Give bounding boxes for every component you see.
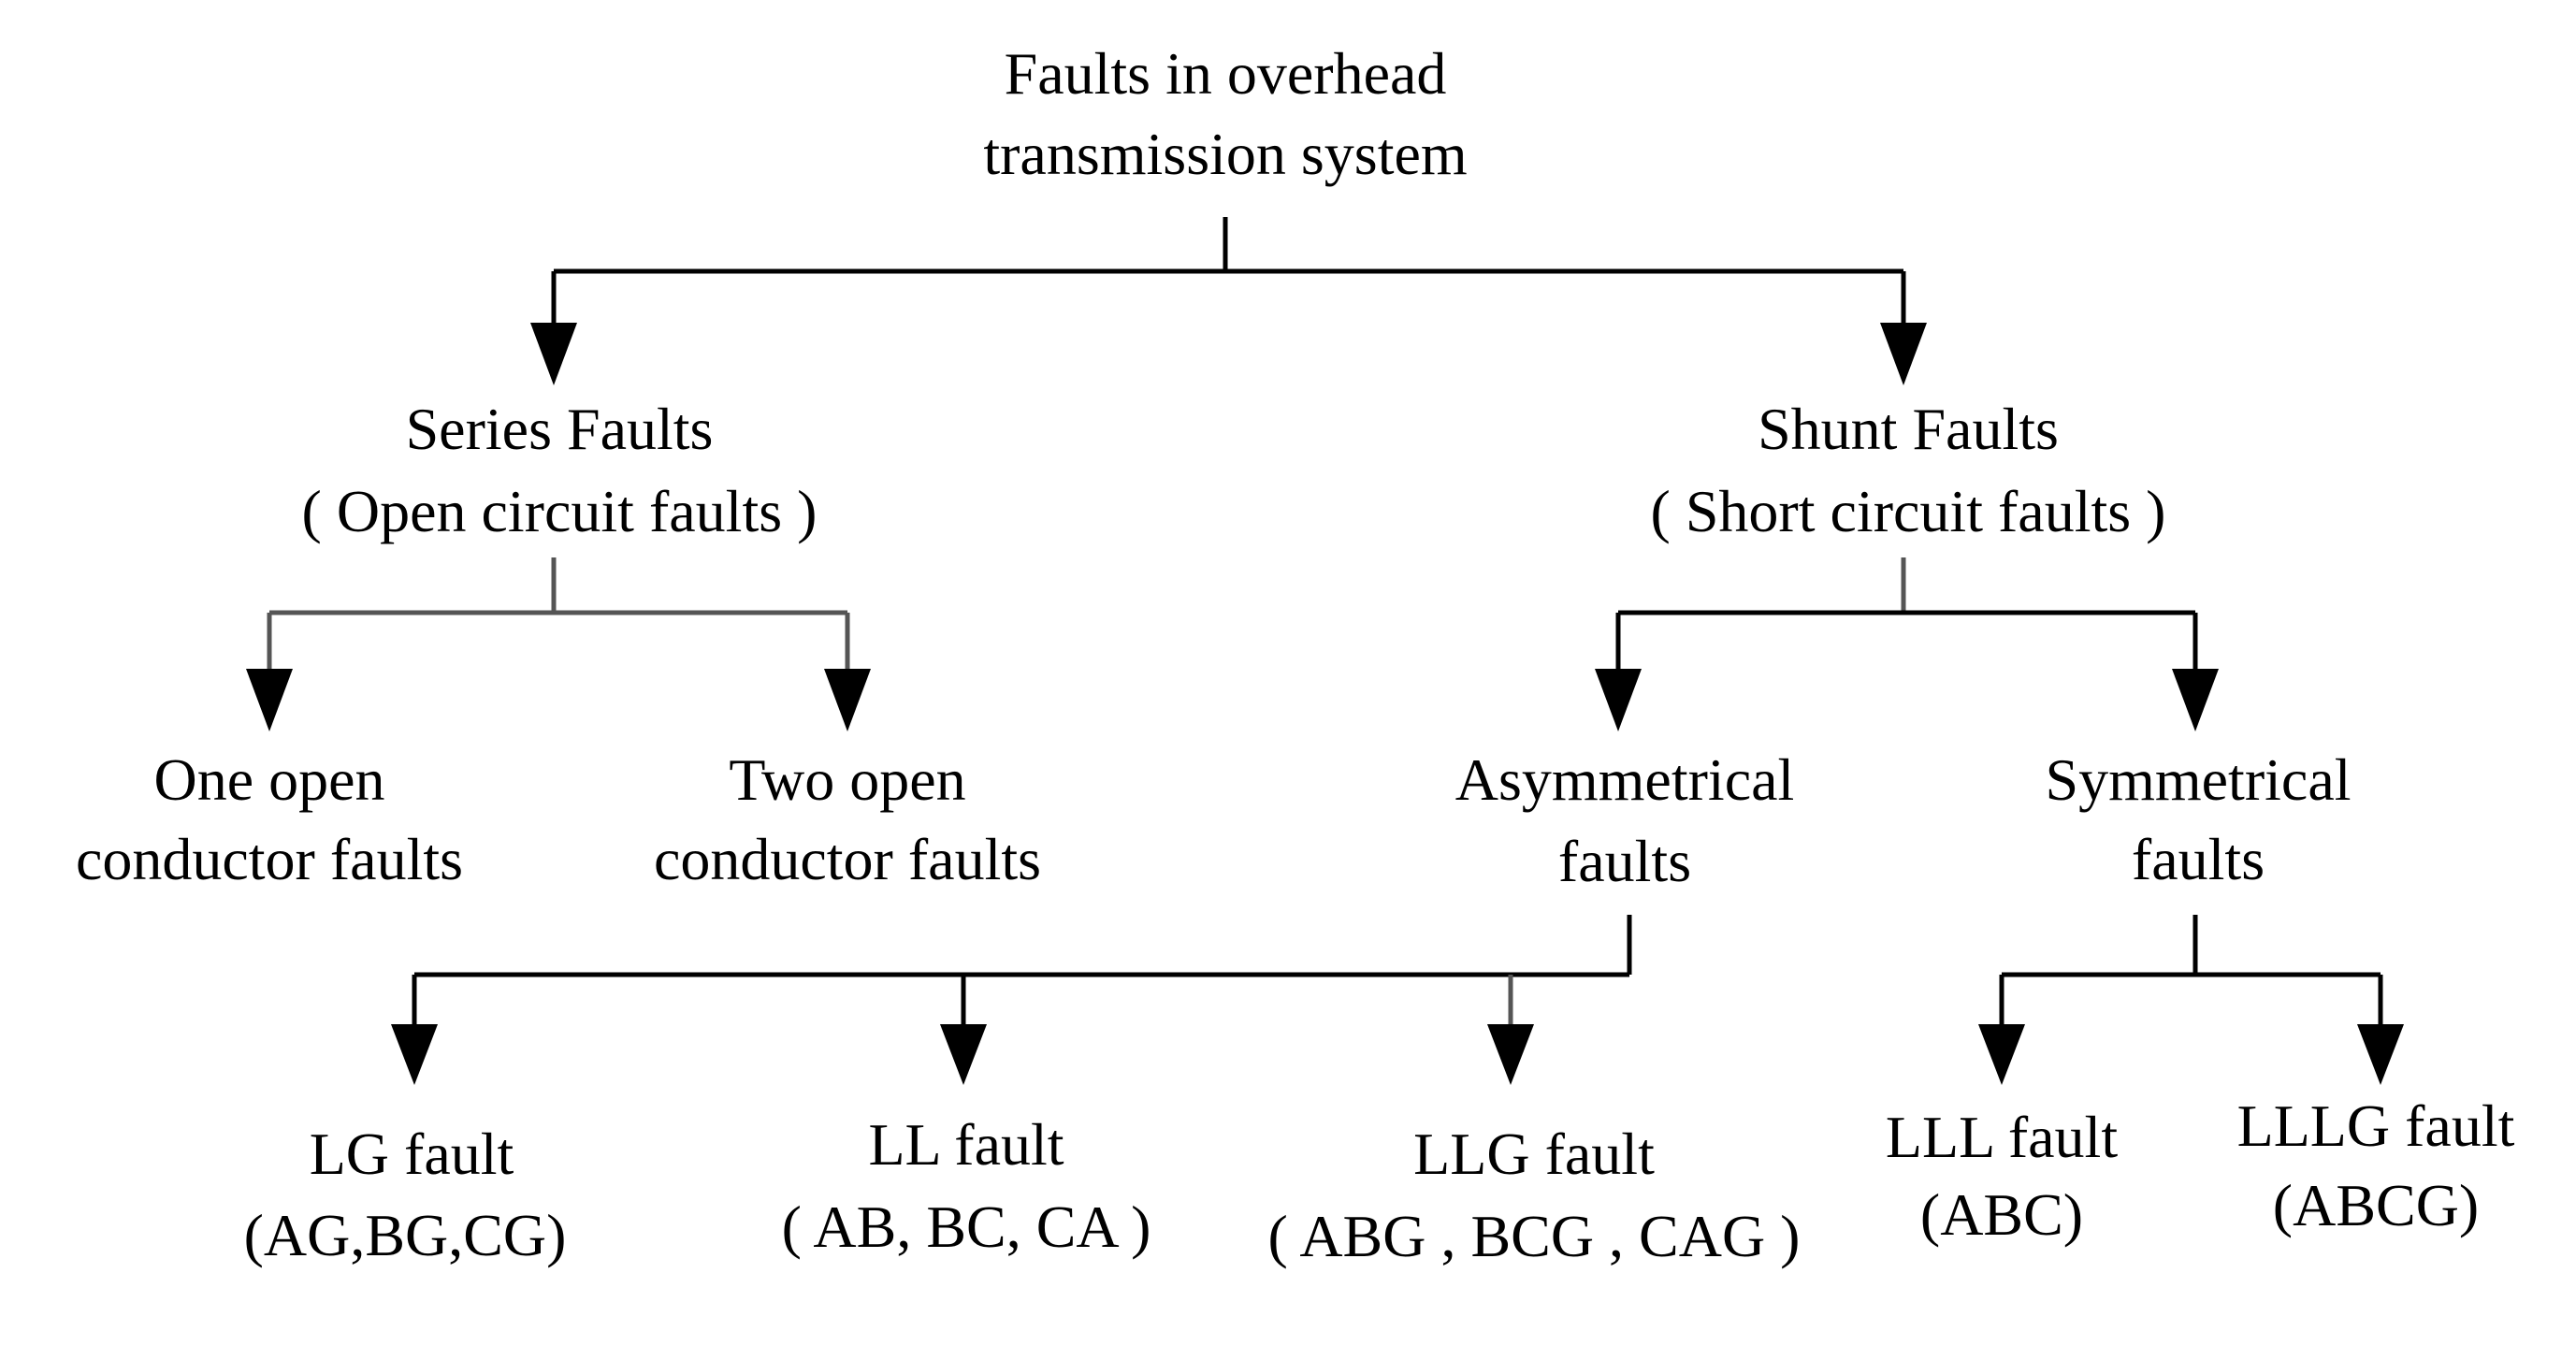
node-one-open-conductor: One open conductor faults xyxy=(76,746,463,892)
arrow-to-llg xyxy=(1487,1024,1534,1085)
shunt-label-line1: Shunt Faults xyxy=(1758,396,2059,462)
connector-series xyxy=(246,557,871,731)
arrow-to-lg xyxy=(391,1024,438,1085)
node-shunt-faults: Shunt Faults ( Short circuit faults ) xyxy=(1651,396,2166,544)
two-open-label-line1: Two open xyxy=(729,746,965,813)
llg-label-line2: ( ABG , BCG , CAG ) xyxy=(1268,1203,1801,1269)
connector-shunt xyxy=(1595,557,2219,731)
series-label-line1: Series Faults xyxy=(406,396,714,462)
series-label-line2: ( Open circuit faults ) xyxy=(302,478,818,544)
shunt-label-line2: ( Short circuit faults ) xyxy=(1651,478,2166,544)
lg-label-line2: (AG,BG,CG) xyxy=(244,1202,567,1268)
connector-root xyxy=(530,217,1927,385)
node-asymmetrical-faults: Asymmetrical faults xyxy=(1455,746,1795,894)
lg-label-line1: LG fault xyxy=(310,1121,514,1187)
node-two-open-conductor: Two open conductor faults xyxy=(654,746,1041,892)
arrow-to-shunt xyxy=(1880,323,1927,385)
one-open-label-line2: conductor faults xyxy=(76,826,463,892)
asymmetrical-label-line1: Asymmetrical xyxy=(1455,746,1795,813)
arrow-to-ll xyxy=(940,1024,987,1085)
root-label-line2: transmission system xyxy=(983,121,1467,187)
arrow-to-lllg xyxy=(2357,1024,2404,1085)
node-symmetrical-faults: Symmetrical faults xyxy=(2045,746,2351,892)
node-root: Faults in overhead transmission system xyxy=(983,40,1467,187)
lll-label-line1: LLL fault xyxy=(1886,1104,2118,1170)
arrow-to-series xyxy=(530,323,577,385)
connector-symmetrical xyxy=(1978,915,2404,1085)
one-open-label-line1: One open xyxy=(153,746,384,813)
arrow-to-two-open xyxy=(824,669,871,731)
node-lllg-fault: LLLG fault (ABCG) xyxy=(2237,1092,2515,1238)
node-series-faults: Series Faults ( Open circuit faults ) xyxy=(302,396,818,544)
symmetrical-label-line1: Symmetrical xyxy=(2045,746,2351,813)
arrow-to-symmetrical xyxy=(2172,669,2219,731)
node-ll-fault: LL fault ( AB, BC, CA ) xyxy=(782,1111,1151,1260)
node-llg-fault: LLG fault ( ABG , BCG , CAG ) xyxy=(1268,1121,1801,1269)
lllg-label-line2: (ABCG) xyxy=(2273,1172,2479,1238)
symmetrical-label-line2: faults xyxy=(2132,826,2265,892)
connector-asymmetrical xyxy=(391,915,1632,1085)
lllg-label-line1: LLLG fault xyxy=(2237,1092,2515,1159)
asymmetrical-label-line2: faults xyxy=(1558,828,1691,894)
ll-label-line1: LL fault xyxy=(868,1111,1064,1178)
two-open-label-line2: conductor faults xyxy=(654,826,1041,892)
ll-label-line2: ( AB, BC, CA ) xyxy=(782,1194,1151,1260)
node-lg-fault: LG fault (AG,BG,CG) xyxy=(244,1121,567,1268)
root-label-line1: Faults in overhead xyxy=(1005,40,1447,107)
arrow-to-asymmetrical xyxy=(1595,669,1642,731)
node-lll-fault: LLL fault (ABC) xyxy=(1886,1104,2118,1248)
lll-label-line2: (ABC) xyxy=(1920,1181,2083,1248)
arrow-to-lll xyxy=(1978,1024,2025,1085)
arrow-to-one-open xyxy=(246,669,293,731)
llg-label-line1: LLG fault xyxy=(1413,1121,1655,1187)
